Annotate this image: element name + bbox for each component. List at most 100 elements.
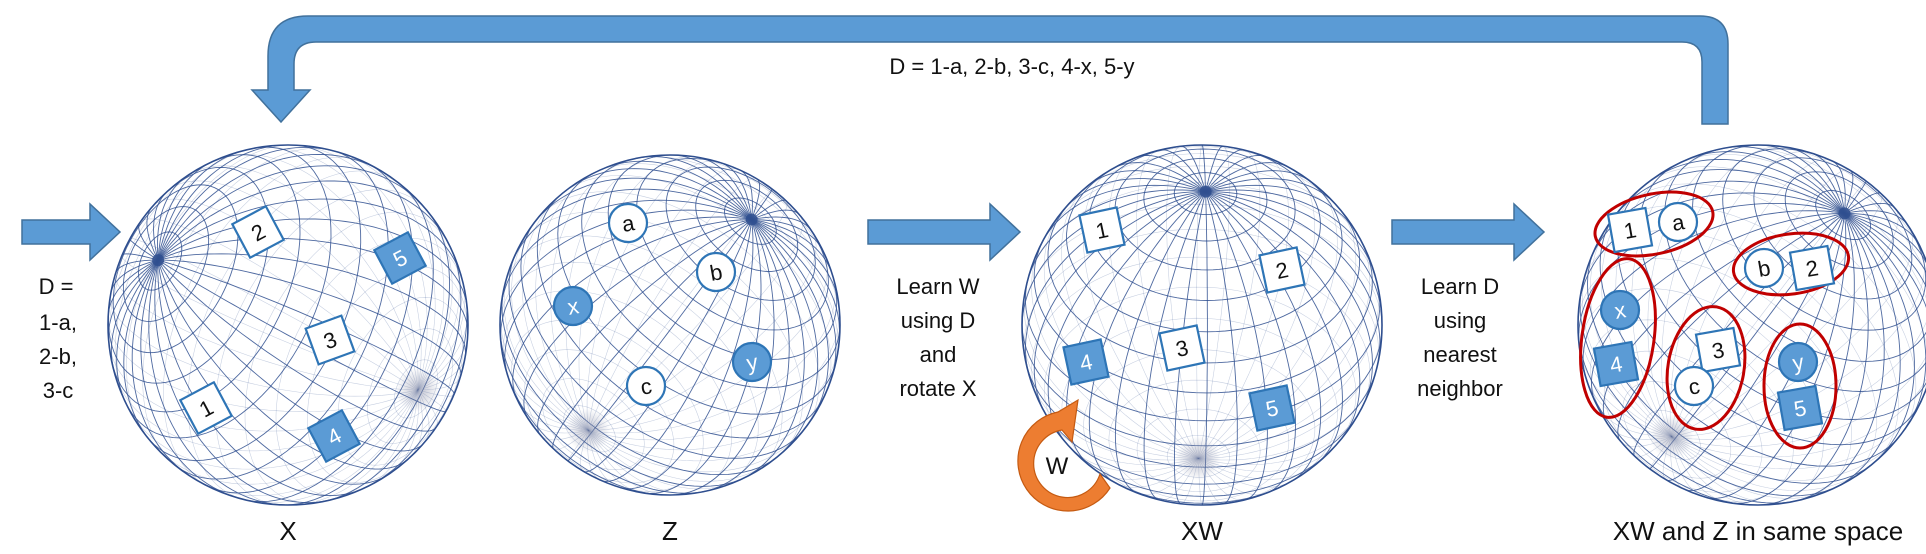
grid-line-back — [114, 273, 418, 391]
caption-xw: XW — [1181, 516, 1223, 546]
grid-line-front — [1066, 173, 1343, 333]
pair-ring — [1665, 305, 1747, 431]
step1-arrow — [867, 202, 1022, 262]
pole-cluster-back — [566, 408, 611, 453]
grid-line-front — [1088, 144, 1321, 301]
grid-line-front — [1114, 191, 1206, 494]
marker-square — [1606, 206, 1654, 254]
grid-line-back — [248, 147, 422, 390]
grid-line-back — [1669, 151, 1809, 437]
grid-line-front — [1205, 191, 1296, 494]
grid-line-back — [116, 161, 214, 284]
grid-line-back — [1136, 150, 1199, 459]
grid-line-front — [530, 177, 752, 228]
grid-line-front — [536, 192, 564, 307]
grid-line-front — [1784, 171, 1894, 269]
grid-line-front — [645, 216, 829, 331]
grid-line-back — [1579, 349, 1672, 437]
grid-line-back — [244, 357, 323, 504]
grid-line-back — [1108, 157, 1199, 459]
caption-z: Z — [662, 516, 678, 546]
grid-line-back — [745, 172, 802, 217]
grid-line-front — [157, 218, 468, 312]
grid-line-front — [751, 219, 841, 347]
grid-line-front — [1844, 210, 1909, 227]
marker-1: 1 — [1078, 206, 1126, 254]
left-annotation-line-3: 2-b, — [39, 344, 77, 369]
grid-line-front — [157, 198, 463, 280]
grid-line-back — [588, 306, 840, 441]
grid-line-back — [307, 374, 412, 483]
grid-line-back — [332, 389, 419, 500]
grid-line-front — [107, 259, 159, 316]
grid-line-back — [588, 279, 836, 434]
grid-line-front — [157, 259, 437, 432]
grid-line-back — [242, 389, 419, 503]
grid-line-front — [1143, 191, 1207, 501]
grid-line-front — [520, 218, 538, 326]
grid-line-front — [500, 209, 752, 349]
grid-line-front — [751, 219, 840, 307]
grid-line-front — [138, 231, 183, 291]
grid-line-back — [1719, 146, 1926, 274]
grid-line-front — [538, 433, 595, 478]
marker-label: 3 — [1174, 335, 1191, 362]
grid-line-front — [1591, 212, 1845, 405]
grid-line-back — [501, 348, 589, 431]
grid-line-front — [581, 158, 634, 273]
grid-line-front — [1173, 172, 1238, 216]
grid-line-back — [588, 231, 817, 431]
grid-line-front — [158, 259, 462, 379]
input-arrow — [21, 202, 122, 262]
grid-line-front — [1109, 162, 1206, 192]
grid-line-back — [275, 366, 364, 496]
grid-line-back — [253, 211, 454, 358]
grid-line-front — [1024, 294, 1381, 422]
grid-line-front — [1061, 437, 1327, 497]
grid-line-front — [751, 216, 813, 232]
grid-line-back — [417, 245, 460, 391]
grid-line-back — [1590, 319, 1794, 502]
grid-line-front — [1681, 151, 1845, 214]
pole-cluster-back — [1176, 436, 1221, 481]
left-annotation-line-1: D = — [39, 274, 74, 299]
grid-line-front — [1205, 191, 1238, 505]
grid-line-front — [112, 184, 239, 354]
marker-label: a — [620, 210, 637, 237]
pole-cluster — [1838, 207, 1851, 220]
marker-5: 5 — [1776, 384, 1824, 432]
marker-label: c — [638, 373, 653, 400]
grid-line-front — [157, 260, 390, 485]
grid-line-front — [1587, 245, 1604, 345]
grid-line-back — [565, 154, 669, 431]
marker-square — [1592, 340, 1640, 388]
grid-line-back — [108, 283, 118, 355]
marker-label: 4 — [1608, 351, 1624, 378]
grid-line-back — [679, 155, 834, 278]
grid-line-front — [1143, 157, 1268, 242]
marker-2: 2 — [1258, 246, 1306, 294]
grid-line-back — [503, 290, 733, 496]
grid-line-back — [586, 160, 718, 431]
marker-label: 1 — [1622, 217, 1638, 244]
marker-circle — [552, 285, 594, 327]
grid-line-front — [122, 206, 210, 322]
grid-line-back — [110, 275, 116, 297]
grid-line-front — [535, 324, 804, 459]
grid-line-front — [1114, 148, 1296, 271]
marker-label: 2 — [1804, 255, 1820, 282]
grid-line-back — [524, 349, 675, 484]
marker-circle — [1777, 341, 1819, 383]
grid-line-front — [1025, 189, 1206, 287]
grid-line-front — [122, 146, 332, 439]
grid-line-front — [1047, 194, 1079, 259]
marker-label: 5 — [1792, 395, 1808, 422]
grid-line-back — [1077, 153, 1343, 213]
grid-line-back — [152, 148, 336, 314]
marker-y: y — [731, 341, 773, 383]
grid-line-back — [1198, 409, 1362, 465]
marker-label: 3 — [1710, 337, 1726, 364]
grid-line-back — [1045, 165, 1366, 251]
marker-label: b — [1756, 255, 1772, 282]
grid-line-back — [108, 342, 419, 432]
